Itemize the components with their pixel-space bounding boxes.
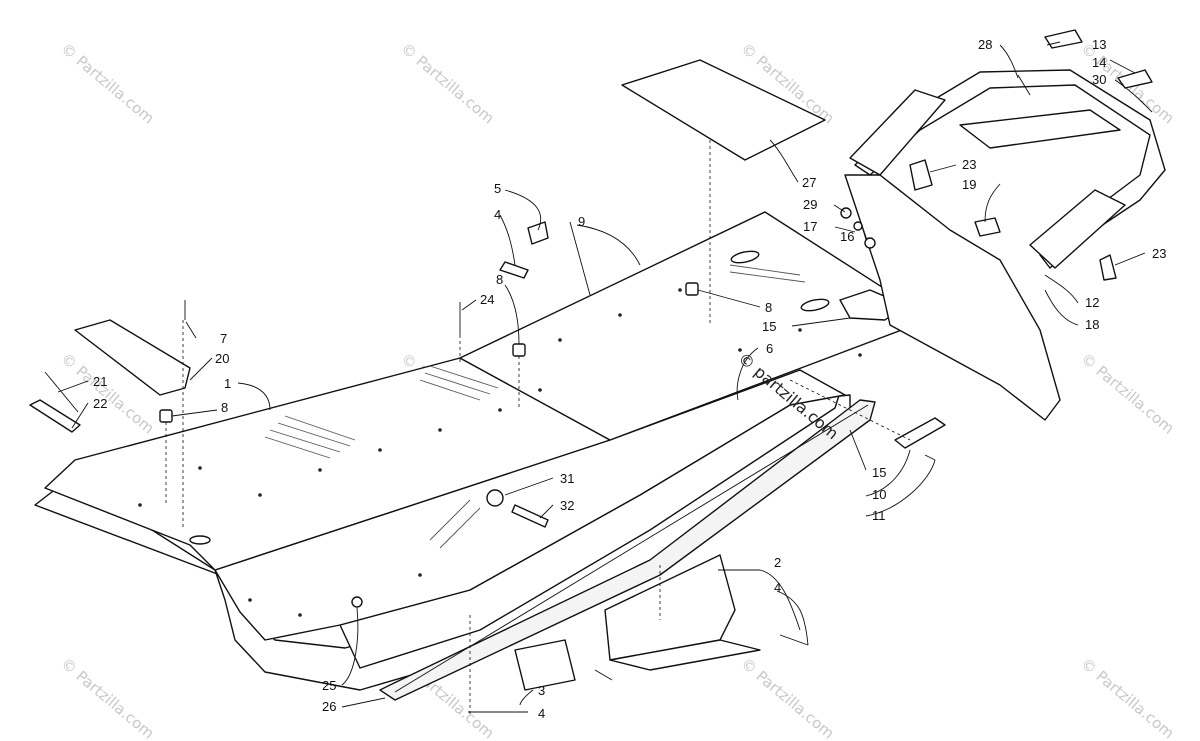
callout-32: 32	[560, 498, 574, 513]
callout-29: 29	[803, 197, 817, 212]
decal-part-5	[527, 221, 549, 245]
callout-5: 5	[494, 181, 501, 196]
deck-vent-hatching	[264, 264, 806, 549]
callout-9: 9	[578, 214, 585, 229]
callout-25: 25	[322, 678, 336, 693]
watermark: © Partzilla.com	[737, 654, 837, 741]
callout-23: 23	[1152, 246, 1166, 261]
deck-recess	[800, 298, 830, 312]
callout-2: 2	[774, 555, 781, 570]
reflector-part-10	[894, 417, 946, 449]
nut-part-29	[840, 207, 852, 219]
callout-12: 12	[1085, 295, 1099, 310]
screw-part-11	[924, 454, 936, 461]
tunnel-assembly	[34, 211, 916, 691]
front-deflector-part-20	[74, 319, 191, 396]
watermark: © Partzilla.com	[57, 654, 157, 741]
callout-26: 26	[322, 699, 336, 714]
spacer-part-31	[486, 489, 504, 507]
deck-rivet-holes	[138, 288, 862, 617]
deck-recess	[730, 250, 760, 264]
nut-part-17	[853, 221, 863, 231]
running-board-strip	[379, 399, 876, 701]
reflector-part-22	[29, 399, 81, 433]
callout-4: 4	[774, 580, 781, 595]
bumper-step-right	[1029, 189, 1126, 269]
callout-leaders	[57, 41, 1146, 713]
clip-part-19	[974, 217, 1001, 237]
callout-30: 30	[1092, 72, 1106, 87]
washer-part-25	[351, 596, 363, 608]
callout-21: 21	[93, 374, 107, 389]
callout-8: 8	[221, 400, 228, 415]
bracket-part-23-lower	[1099, 254, 1117, 281]
callout-20: 20	[215, 351, 229, 366]
watermark: © Partzilla.com	[57, 39, 157, 127]
deck-recess	[189, 535, 211, 545]
callout-10: 10	[872, 487, 886, 502]
callout-18: 18	[1085, 317, 1099, 332]
watermark: © Partzilla.com	[1077, 654, 1177, 741]
callout-16: 16	[840, 229, 854, 244]
bumper-step-left	[849, 89, 946, 176]
bolt-part-32	[511, 504, 549, 528]
callout-23: 23	[962, 157, 976, 172]
callout-22: 22	[93, 396, 107, 411]
tunnel-side-wall	[214, 369, 846, 641]
seat-mat-part-27	[621, 59, 826, 161]
callout-24: 24	[480, 292, 494, 307]
rear-flap-part-18	[844, 174, 1061, 421]
nut-part-16	[864, 237, 876, 249]
guide-line-part-15	[789, 379, 911, 441]
callout-8: 8	[496, 272, 503, 287]
callout-31: 31	[560, 471, 574, 486]
watermark: © Partzilla.com	[1077, 349, 1177, 437]
rear-bumper-assembly	[844, 69, 1166, 421]
grommet-part-8-left	[159, 409, 173, 423]
protector-plate-flange	[609, 639, 761, 671]
screw-part-3	[594, 669, 613, 681]
screw-part-4	[779, 634, 809, 646]
callout-8: 8	[765, 300, 772, 315]
protector-plate-part-2	[604, 554, 736, 661]
plate-part-3	[514, 639, 576, 691]
grommet-part-8-center	[512, 343, 526, 357]
callout-1: 1	[224, 376, 231, 391]
running-board-edge	[394, 404, 869, 693]
callout-19: 19	[962, 177, 976, 192]
callout-3: 3	[538, 683, 545, 698]
bumper-crossbar	[959, 109, 1121, 149]
callout-labels: 1 2 3 4 4 4 5 6 7 8 8 8 9 10 11 12 13 14…	[93, 37, 1166, 721]
fastener-parts	[159, 221, 911, 715]
callout-15: 15	[872, 465, 886, 480]
callout-6: 6	[766, 341, 773, 356]
decal-part-30	[1117, 69, 1153, 89]
bolt-part-28	[1017, 74, 1031, 96]
bracket-part-23-upper	[909, 159, 933, 191]
grommet-part-8-right	[685, 282, 699, 296]
rivet-part-4	[499, 261, 529, 279]
callout-4: 4	[494, 207, 501, 222]
callout-11: 11	[872, 508, 886, 523]
callout-4: 4	[538, 706, 545, 721]
decal-part-13	[1044, 29, 1083, 49]
callout-14: 14	[1092, 55, 1106, 70]
callout-15: 15	[762, 319, 776, 334]
callout-17: 17	[803, 219, 817, 234]
callout-27: 27	[802, 175, 816, 190]
callout-13: 13	[1092, 37, 1106, 52]
callout-28: 28	[978, 37, 992, 52]
bolt-part-21	[44, 371, 79, 413]
watermark: © Partzilla.com	[397, 39, 497, 127]
callout-7: 7	[220, 331, 227, 346]
